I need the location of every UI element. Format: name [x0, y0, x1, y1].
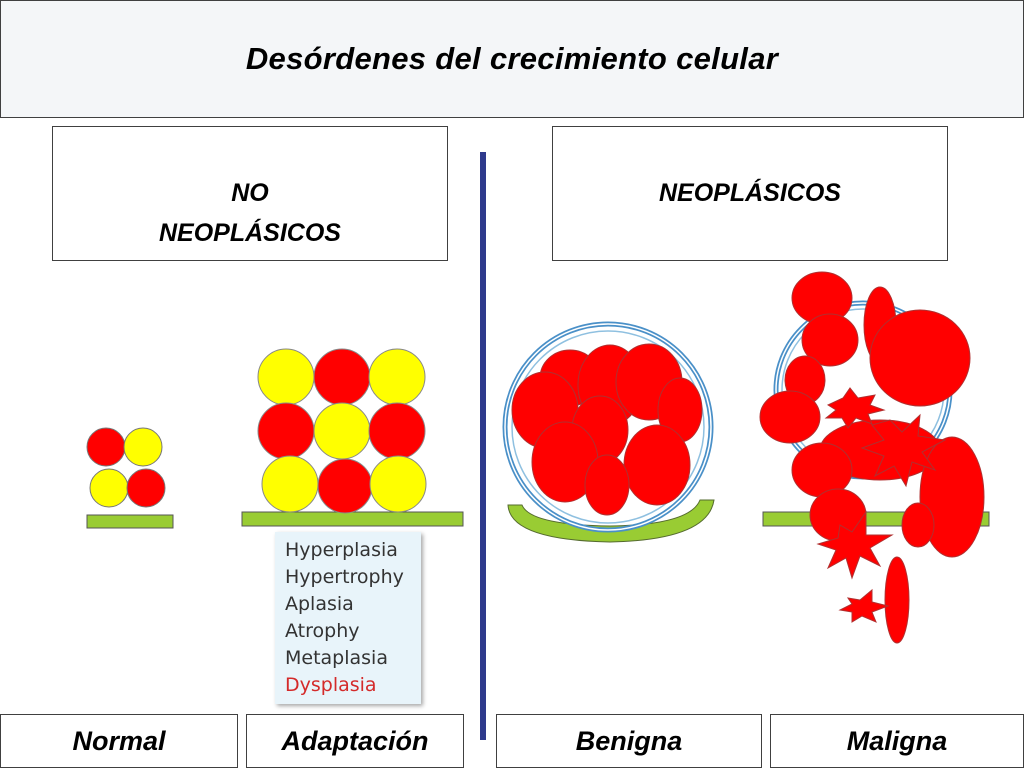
malignant-irregular-cell	[860, 413, 947, 488]
term-hypertrophy: Hypertrophy	[285, 566, 404, 588]
page-title: Desórdenes del crecimiento celular	[245, 41, 779, 76]
non-neoplastic-label-line2: NEOPLÁSICOS	[159, 219, 341, 247]
term-metaplasia: Metaplasia	[285, 647, 388, 669]
term-atrophy: Atrophy	[285, 620, 360, 642]
adaptation-cell	[369, 455, 427, 513]
normal-cell	[126, 468, 166, 508]
normal-cell	[123, 427, 163, 467]
normal-cells	[86, 427, 166, 508]
adaptation-cell	[313, 348, 371, 406]
adaptation-basement	[241, 511, 464, 527]
footer-benign-label: Benigna	[575, 725, 683, 756]
footer-normal: Normal	[0, 714, 238, 768]
benign-capsule	[502, 321, 714, 533]
benign-cells	[511, 343, 703, 516]
malignant-irregular-cell	[816, 510, 894, 580]
neoplastic-box: NEOPLÁSICOS	[552, 126, 948, 261]
adaptation-cell	[257, 402, 315, 460]
adaptation-cell	[368, 402, 426, 460]
footer-normal-label: Normal	[72, 725, 166, 756]
neoplastic-label: NEOPLÁSICOS	[659, 179, 841, 207]
malignant-cell	[919, 436, 985, 558]
adaptation-cell	[261, 455, 319, 513]
adaptation-terms-list: Hyperplasia Hypertrophy Aplasia Atrophy …	[275, 532, 421, 704]
term-hyperplasia: Hyperplasia	[285, 539, 398, 561]
malignant-cell	[869, 309, 971, 407]
non-neoplastic-label-line1: NO	[231, 179, 269, 207]
malignant-irregular-cell	[824, 387, 886, 429]
malignant-cell	[801, 313, 859, 367]
malignant-cell	[901, 502, 935, 548]
footer-adaptation-label: Adaptación	[281, 725, 429, 756]
adaptation-cell	[257, 348, 315, 406]
benign-cell	[623, 424, 691, 506]
footer-malignant-label: Maligna	[846, 725, 948, 756]
term-aplasia: Aplasia	[285, 593, 354, 615]
adaptation-cell	[368, 348, 426, 406]
malignant-irregular-cell	[838, 588, 890, 623]
malignant-cells	[759, 271, 985, 644]
adaptation-cell	[317, 458, 373, 514]
footer-malignant: Maligna	[770, 714, 1024, 768]
benign-cell	[584, 454, 630, 516]
term-dysplasia: Dysplasia	[285, 674, 377, 696]
malignant-cell	[884, 556, 910, 644]
normal-cell	[89, 468, 129, 508]
adaptation-cells	[257, 348, 427, 514]
title-banner: Desórdenes del crecimiento celular	[0, 0, 1024, 118]
footer-adaptation: Adaptación	[246, 714, 464, 768]
footer-benign: Benigna	[496, 714, 762, 768]
adaptation-cell	[313, 402, 371, 460]
non-neoplastic-box: NO NEOPLÁSICOS	[52, 126, 448, 261]
malignant-cell	[759, 390, 821, 444]
normal-cell	[86, 427, 126, 467]
normal-basement	[86, 514, 174, 529]
